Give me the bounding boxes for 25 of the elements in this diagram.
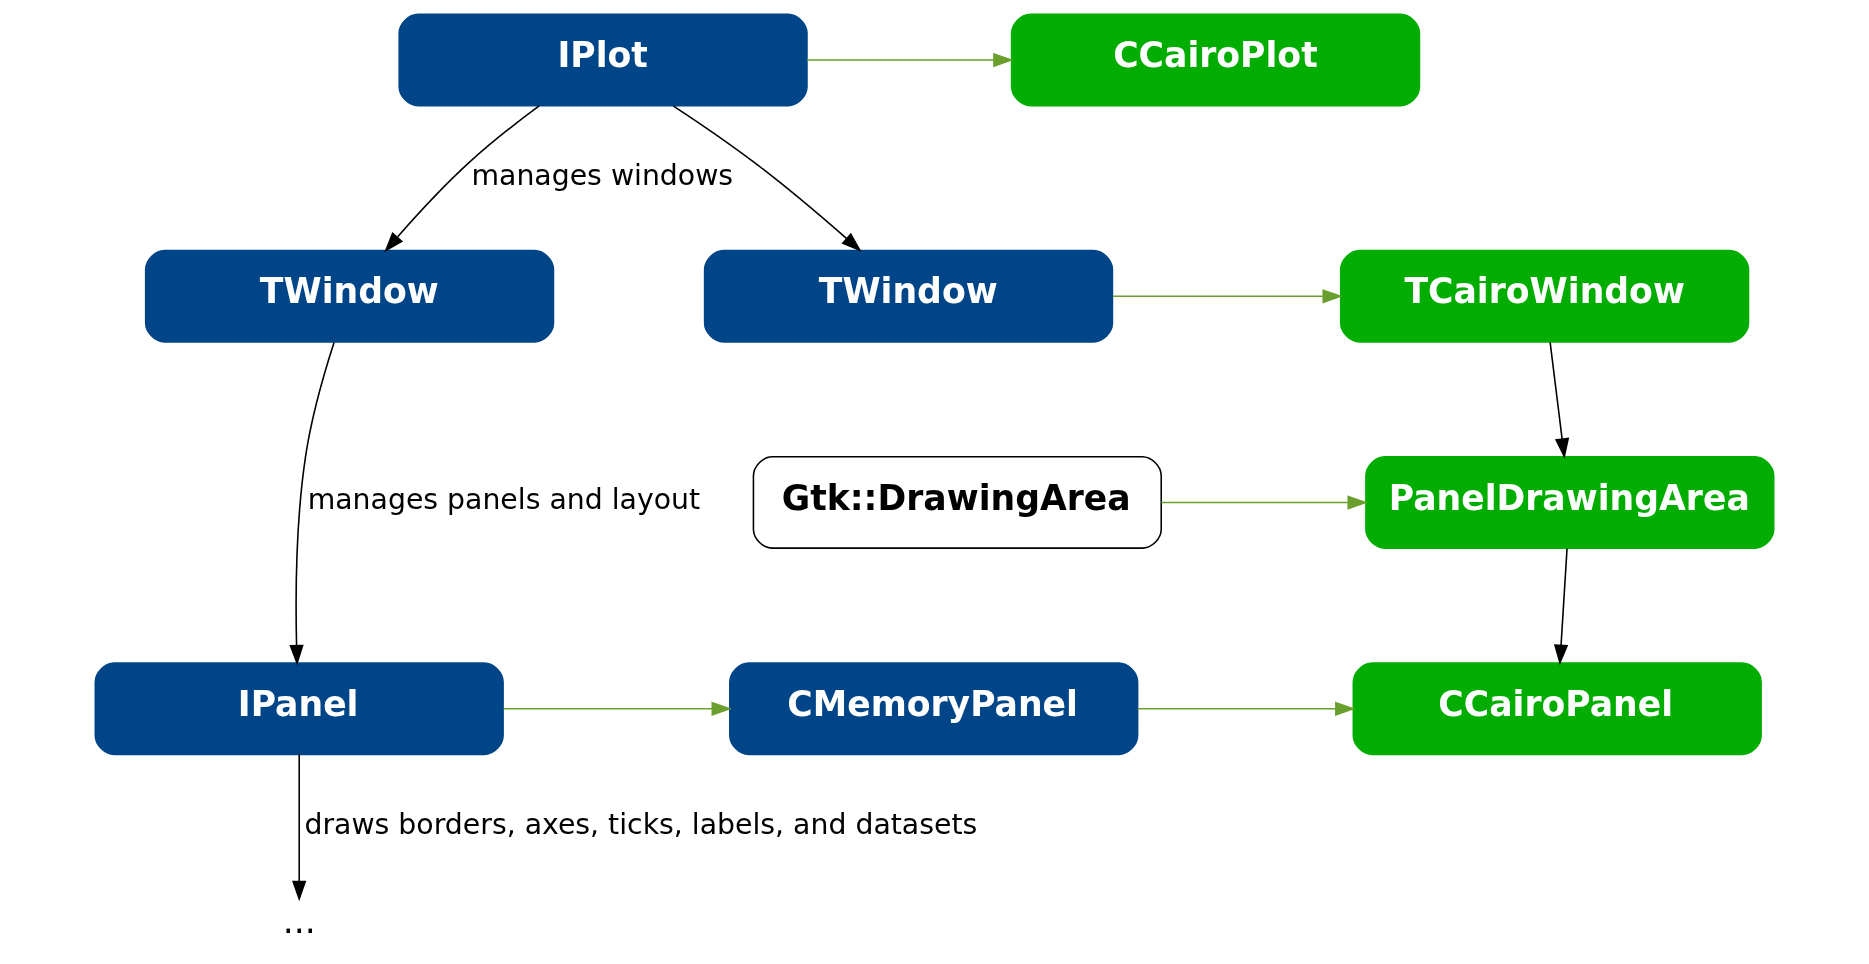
node-box: CCairoPanel — [1352, 662, 1762, 756]
arrow — [672, 105, 862, 252]
arrow — [806, 52, 1014, 68]
arrow — [502, 701, 732, 716]
node-box: TWindow — [703, 249, 1114, 343]
node-box: TCairoWindow — [1339, 249, 1750, 343]
node-box: PanelDrawingArea — [1365, 456, 1775, 549]
arrow — [289, 341, 335, 666]
arrow — [1160, 495, 1368, 510]
arrow — [1136, 701, 1356, 716]
node-box: IPanel — [94, 662, 504, 756]
arrow — [1553, 547, 1569, 666]
arrow — [1112, 289, 1343, 304]
arrow — [1549, 341, 1570, 459]
node-box: CCairoPlot — [1010, 13, 1421, 107]
node-box: CMemoryPanel — [729, 662, 1139, 756]
edge-label: manages panels and layout — [307, 483, 701, 517]
arrow — [384, 105, 540, 253]
edge-label: draws borders, axes, ticks, labels, and datasets — [304, 807, 978, 841]
node-text: ... — [282, 901, 316, 942]
node-box: IPlot — [398, 13, 808, 107]
arrow — [292, 754, 307, 902]
node-box: TWindow — [144, 249, 555, 343]
edge-label: manages windows — [471, 159, 734, 193]
node-box: Gtk::DrawingArea — [752, 456, 1162, 549]
